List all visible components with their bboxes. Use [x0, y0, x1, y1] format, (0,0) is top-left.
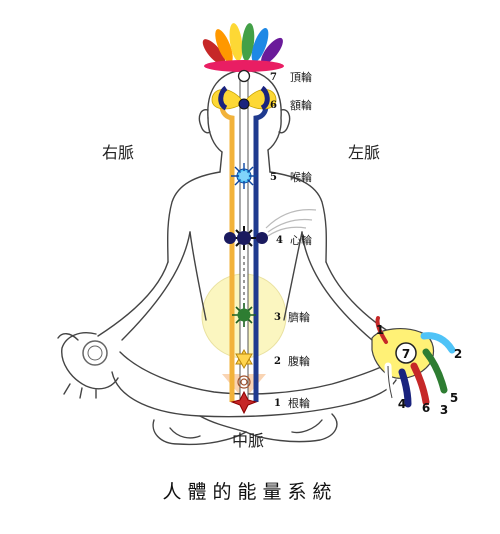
diagram-title: 人體的能量系統 [162, 481, 337, 503]
chakra-7-number: 7 [270, 72, 277, 83]
hand-number-3: 3 [440, 403, 448, 417]
heart-chakra-sun [224, 226, 268, 250]
heart-wing [265, 209, 317, 237]
brow-chakra-dot [238, 98, 250, 110]
kundalini-spiral [237, 375, 251, 389]
left-palm-circle [82, 340, 108, 366]
chakra-1-name: 根輪 [288, 396, 310, 410]
crown-chakra-dot [237, 69, 251, 83]
chakra-4-name: 心輪 [290, 233, 312, 247]
chakra-3-name: 臍輪 [288, 310, 310, 324]
hand-number-center: 7 [402, 347, 410, 361]
chakra-4-number: 4 [276, 235, 283, 246]
throat-chakra-sun [231, 163, 257, 189]
left-channel-label: 左脈 [348, 143, 380, 162]
chakra-3-number: 3 [274, 312, 281, 323]
root-chakra-star [230, 390, 258, 415]
right-channel-label: 右脈 [102, 143, 134, 162]
hand-number-5: 5 [450, 391, 458, 405]
chakra-5-name: 喉輪 [290, 170, 312, 184]
crown-lotus [202, 23, 284, 83]
chakra-markers [224, 163, 268, 415]
navel-chakra-sun [232, 303, 256, 327]
right-channel-line [219, 94, 235, 402]
left-channel-line [253, 94, 269, 402]
chakra-5-number: 5 [270, 172, 277, 183]
right-hand-chakra-map: 7 [371, 316, 456, 408]
chakra-1-number: 1 [274, 398, 281, 409]
hand-number-4: 4 [398, 397, 406, 411]
chakra-2-name: 腹輪 [288, 354, 310, 368]
chakra-2-number: 2 [274, 356, 281, 367]
third-eye-petals [211, 85, 277, 111]
chakra-6-name: 額輪 [290, 98, 312, 112]
chakra-7-name: 頂輪 [290, 70, 312, 84]
meditating-body-outline [57, 69, 397, 446]
central-channel-label: 中脈 [232, 431, 264, 450]
hand-number-2: 2 [454, 347, 462, 361]
sacral-chakra-star [235, 348, 253, 370]
hand-number-1: 1 [376, 323, 384, 337]
hand-number-6: 6 [422, 401, 430, 415]
chakra-6-number: 6 [270, 100, 277, 111]
